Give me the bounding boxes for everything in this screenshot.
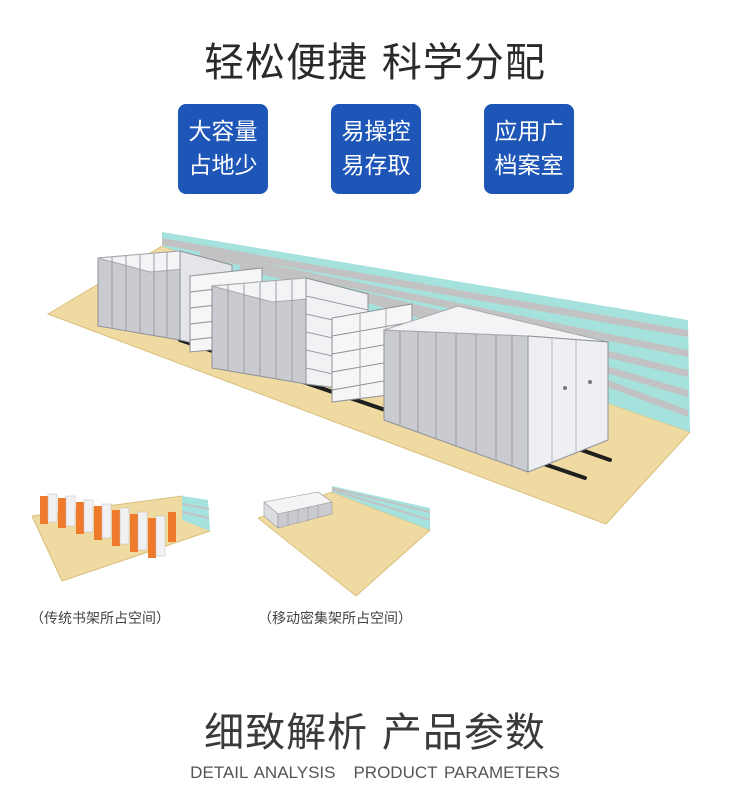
badge-line: 档案室 [494, 153, 564, 179]
feature-badge-application: 应用广 档案室 [484, 104, 574, 194]
badge-line: 应用广 [494, 119, 564, 145]
page-headline: 轻松便捷 科学分配 [204, 40, 546, 86]
shelf-unit-3 [383, 305, 609, 473]
section-title: 细致解析 产品参数 [204, 710, 546, 756]
caption-mobile: （移动密集架所占空间） [258, 611, 412, 627]
badge-line: 大容量 [188, 119, 258, 145]
subtitle-right: PRODUCT PARAMETERS [353, 763, 560, 782]
badge-line: 易存取 [341, 153, 411, 179]
badge-line: 易操控 [341, 119, 411, 145]
compact-shelves [263, 491, 333, 529]
caption-traditional: （传统书架所占空间） [30, 611, 170, 627]
orange-bookshelves [40, 493, 176, 558]
traditional-shelving-illustration [32, 493, 211, 582]
mobile-shelving-small-illustration [258, 486, 431, 597]
section-subtitle: DETAIL ANALYSIS PRODUCT PARAMETERS [0, 763, 750, 783]
feature-badge-capacity: 大容量 占地少 [178, 104, 268, 194]
feature-badges: 大容量 占地少 易操控 易存取 应用广 档案室 [0, 104, 750, 194]
subtitle-left: DETAIL ANALYSIS [190, 763, 336, 782]
mobile-shelving-illustration [46, 232, 691, 525]
badge-line: 占地少 [188, 153, 258, 179]
feature-badge-operation: 易操控 易存取 [331, 104, 421, 194]
